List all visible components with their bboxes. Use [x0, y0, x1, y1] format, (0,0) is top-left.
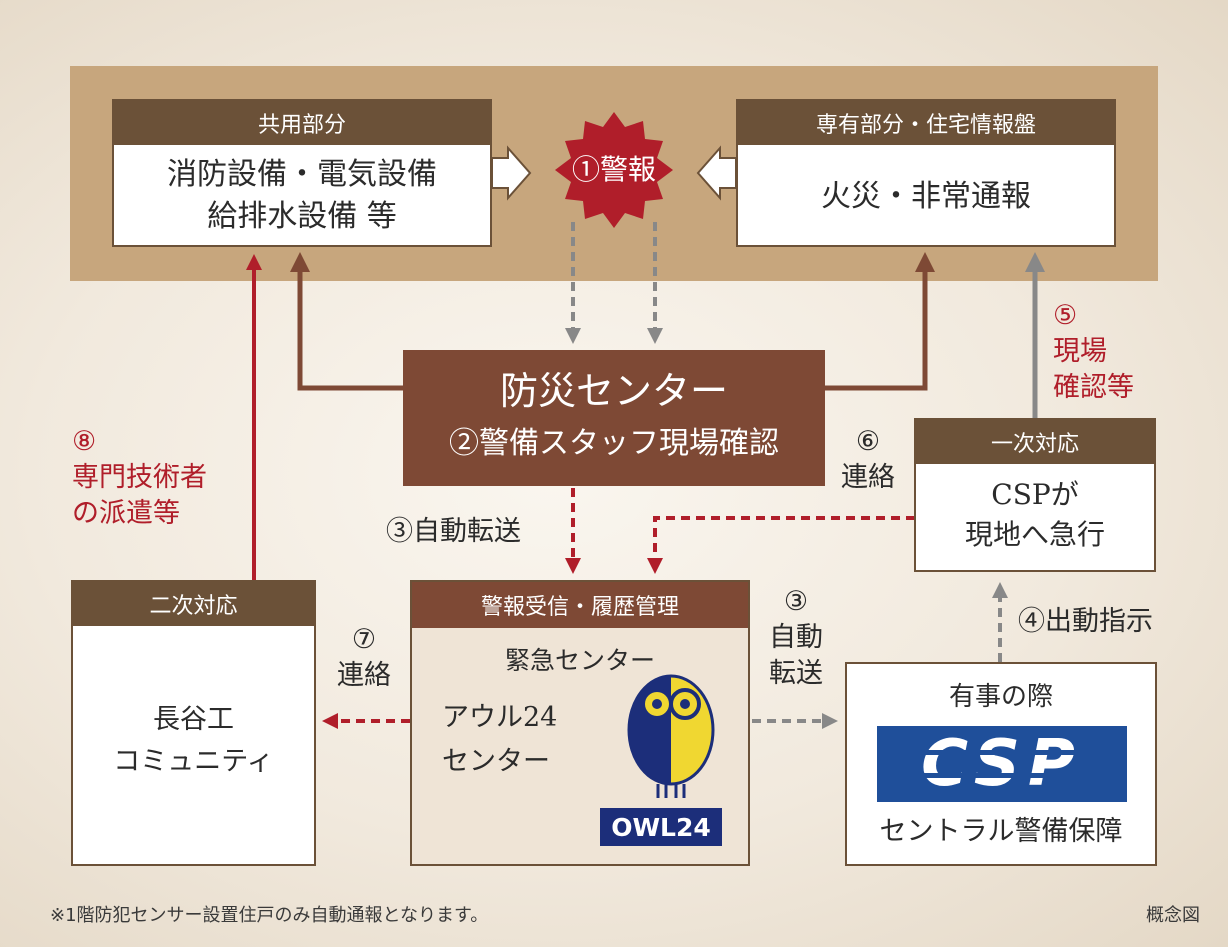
secondary-response-header: 二次対応 — [73, 582, 314, 626]
red-dashed-contact6 — [647, 516, 915, 574]
contact7-num: ⑦ — [351, 624, 377, 655]
alarm-center-line1: アウル24 — [442, 702, 558, 733]
contact7-text: 連絡 — [337, 660, 391, 691]
site-check-label: ⑤ 現場 確認等 — [1053, 298, 1134, 406]
specialist-line1: 専門技術者 — [72, 462, 207, 493]
private-area-line1: 火災・非常通報 — [821, 179, 1031, 214]
contact6-label: ⑥ 連絡 — [830, 424, 906, 496]
csp-logo-text: CSP — [921, 727, 1083, 801]
emergency-company: セントラル警備保障 — [879, 816, 1123, 847]
dispatch-order-label: ④出動指示 — [1018, 606, 1153, 637]
alarm-center-header: 警報受信・履歴管理 — [412, 582, 748, 628]
white-arrow-left — [491, 145, 532, 201]
site-check-line2: 確認等 — [1053, 372, 1134, 403]
common-area-line1: 消防設備・電気設備 — [167, 157, 437, 192]
private-area-header: 専有部分・住宅情報盤 — [738, 101, 1114, 145]
csp-logo-stripe-1 — [877, 750, 1127, 755]
secondary-line1: 長谷工 — [153, 704, 234, 735]
first-response-header: 一次対応 — [916, 420, 1154, 464]
alarm-center-title: 緊急センター — [504, 646, 655, 675]
auto-transfer-right-line2: 転送 — [769, 658, 823, 689]
specialist-line2: の派遣等 — [72, 498, 180, 529]
common-area-box: 共用部分 消防設備・電気設備 給排水設備 等 — [112, 99, 492, 247]
alarm-label: ①警報 — [571, 153, 656, 186]
brown-arrow-to-common — [290, 252, 405, 391]
csp-logo: CSP — [877, 726, 1127, 802]
common-area-header: 共用部分 — [114, 101, 490, 145]
private-area-box: 専有部分・住宅情報盤 火災・非常通報 — [736, 99, 1116, 247]
alarm-center-box: 警報受信・履歴管理 緊急センター アウル24 センター OWL24 — [410, 580, 750, 866]
disaster-center-subtitle: ②警備スタッフ現場確認 — [449, 426, 779, 461]
site-check-line1: 現場 — [1053, 336, 1107, 367]
emergency-box: 有事の際 CSP セントラル警備保障 — [845, 662, 1157, 866]
alarm-starburst — [555, 112, 673, 228]
brown-arrow-to-private — [823, 252, 935, 391]
secondary-response-box: 二次対応 長谷工 コミュニティ — [71, 580, 316, 866]
contact6-text: 連絡 — [841, 462, 895, 493]
specialist-label: ⑧ 専門技術者 の派遣等 — [72, 424, 207, 532]
footer-concept: 概念図 — [1146, 905, 1200, 926]
owl24-logo: OWL24 — [600, 808, 722, 846]
auto-transfer-left-label: ③自動転送 — [386, 516, 521, 547]
contact6-num: ⑥ — [855, 426, 881, 457]
site-check-num: ⑤ — [1053, 300, 1078, 331]
common-area-line2: 給排水設備 等 — [207, 199, 397, 234]
owl-icon — [627, 674, 715, 798]
csp-logo-stripe-2 — [877, 773, 1127, 778]
auto-transfer-right-num: ③ — [783, 586, 809, 617]
specialist-num: ⑧ — [72, 426, 97, 457]
emergency-title: 有事の際 — [948, 682, 1053, 712]
alarm-center-line2: センター — [442, 746, 550, 777]
disaster-center-box: 防災センター ②警備スタッフ現場確認 — [403, 350, 825, 486]
first-response-line1: CSPが — [991, 478, 1079, 511]
secondary-line2: コミュニティ — [113, 746, 274, 777]
auto-transfer-right-label: ③ 自動 転送 — [758, 584, 834, 692]
disaster-center-title: 防災センター — [499, 369, 728, 413]
auto-transfer-right-line1: 自動 — [769, 622, 823, 653]
owl24-logo-text: OWL24 — [611, 812, 711, 842]
contact7-label: ⑦ 連絡 — [326, 622, 402, 694]
white-arrow-right — [696, 145, 737, 201]
footer-note: ※1階防犯センサー設置住戸のみ自動通報となります。 — [50, 905, 489, 926]
first-response-box: 一次対応 CSPが 現地へ急行 — [914, 418, 1156, 572]
first-response-line2: 現地へ急行 — [964, 518, 1105, 551]
